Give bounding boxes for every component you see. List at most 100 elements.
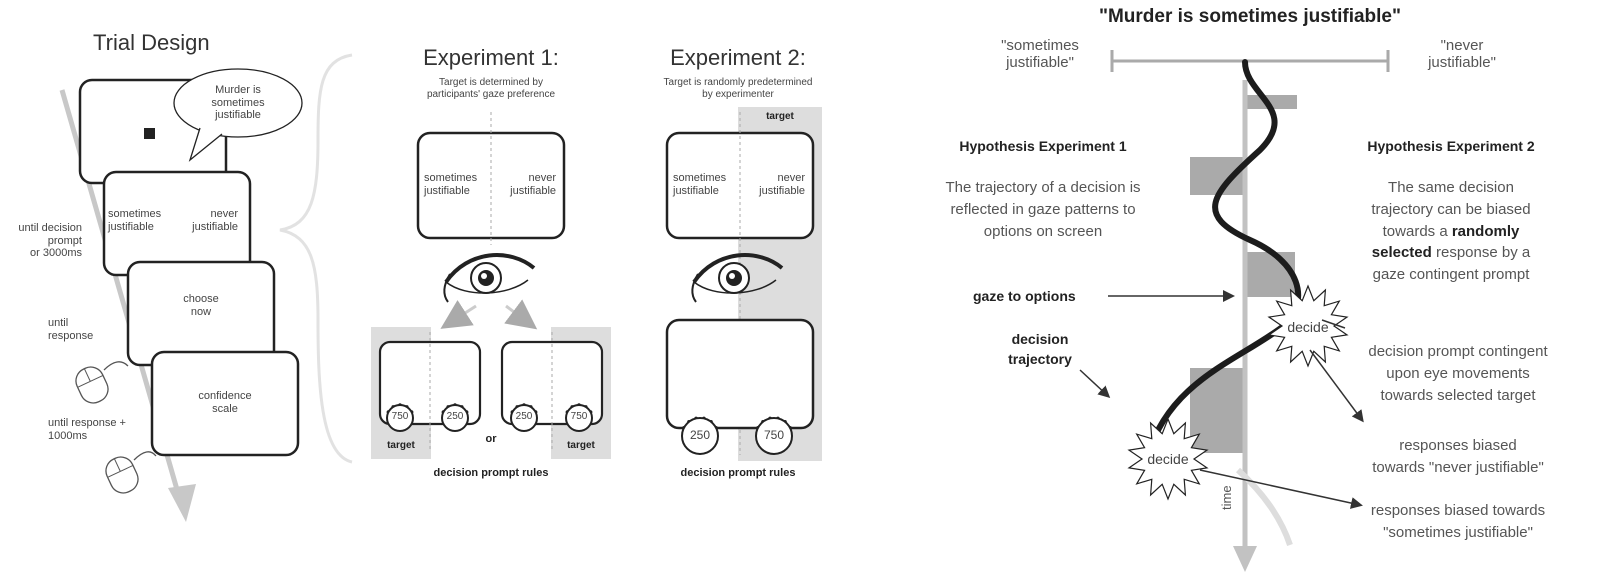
contingent-prompt-text: decision prompt contingent upon eye move…: [1348, 341, 1568, 406]
exp2-prompt-750: 750: [763, 428, 785, 442]
text-emphasis: randomly: [1451, 222, 1520, 240]
exp1-screen-right-label: never justifiable: [496, 172, 556, 197]
screen2-left-label: sometimes justifiable: [108, 208, 161, 233]
trial-design-graphics: [59, 68, 303, 522]
label-line: confidence: [198, 390, 252, 402]
timing-line: response: [48, 329, 94, 342]
label-line: now: [190, 305, 212, 318]
text-line: reflected in gaze patterns to: [950, 200, 1136, 218]
speech-bubble: [173, 68, 303, 138]
text-line: towards selected target: [1380, 386, 1536, 404]
text-line: trajectory can be biased: [1371, 200, 1531, 218]
label-line: sometimes: [108, 208, 162, 220]
text-line: decision prompt contingent: [1368, 343, 1548, 360]
exp2-target-label: target: [766, 111, 794, 122]
time-axis-label: time: [1219, 485, 1234, 510]
subtitle-line: by experimenter: [702, 88, 774, 100]
hypothesis-exp2-text: The same decision trajectory can be bias…: [1341, 177, 1561, 286]
exp1-title: Experiment 1:: [423, 45, 559, 70]
exp1-prompt-750-left: 750: [391, 411, 409, 422]
exp1-prompt-250-right: 250: [515, 411, 533, 422]
text-line: towards a randomly: [1341, 221, 1561, 243]
text-line: upon eye movements: [1386, 364, 1530, 382]
label-line: justifiable: [510, 184, 556, 197]
decision-prompt-circle: [441, 403, 469, 432]
timing-line: until response +: [48, 417, 126, 429]
decide-burst: [1127, 417, 1209, 501]
text-line: responses biased: [1399, 437, 1517, 454]
timing-line: 1000ms: [48, 429, 88, 442]
subtitle-line: Target is determined by: [439, 77, 543, 88]
hypothesis-exp1-title: Hypothesis Experiment 1: [959, 138, 1127, 154]
bias-sometimes-arrow: [1199, 469, 1363, 509]
subtitle-line: participants' gaze preference: [426, 88, 556, 100]
scale-line: "sometimes: [1001, 37, 1079, 54]
decision-trajectory-label: decision trajectory: [990, 330, 1090, 369]
decision-prompt-circle: [510, 403, 538, 432]
exp1-prompt-750-right: 750: [570, 411, 588, 422]
decide-burst: [1267, 284, 1349, 368]
decide-label-lower: decide: [1147, 451, 1189, 467]
mouse-icon: [105, 456, 139, 494]
hypothesis-exp1-text: The trajectory of a decision is reflecte…: [918, 177, 1168, 242]
subtitle-line: Target is randomly predetermined: [663, 77, 813, 88]
bias-never-arrow: [1309, 349, 1364, 423]
screen-confidence: [150, 350, 300, 457]
mouse-icon: [75, 366, 109, 404]
label-line: justifiable: [759, 184, 805, 197]
text-line: trajectory: [1008, 350, 1072, 367]
exp2-screen-left-label: sometimes justifiable: [673, 172, 726, 197]
trajectory-arrow: [1079, 369, 1111, 399]
speech-bubble-text: Murder is sometimes justifiable: [192, 84, 284, 122]
text-line: options on screen: [983, 222, 1103, 240]
label-line: never: [528, 172, 556, 184]
label-line: sometimes: [424, 172, 478, 184]
trial-design-title: Trial Design: [93, 30, 210, 55]
exp2-title: Experiment 2:: [670, 45, 806, 70]
timing-decision-prompt: until decision prompt or 3000ms: [4, 222, 82, 260]
decision-prompt-circle: [755, 416, 793, 455]
trial-time-arrowhead: [168, 484, 196, 522]
label-line: choose: [183, 293, 219, 305]
exp2-bottom-screen: [665, 318, 815, 430]
text-span: response by a: [1431, 244, 1531, 262]
decide-label-upper: decide: [1287, 319, 1329, 335]
text-line: The trajectory of a decision is: [945, 179, 1141, 196]
speech-bubble-tail: [188, 127, 223, 162]
text-line: towards "never justifiable": [1372, 458, 1544, 476]
gaze-bar: [1245, 252, 1295, 297]
exp2-footer: decision prompt rules: [680, 467, 796, 479]
label-line: justifiable: [673, 184, 719, 197]
decision-prompt-circle: [565, 403, 593, 432]
speech-line: Murder is: [215, 84, 261, 96]
time-axis-arrowhead: [1233, 546, 1257, 572]
text-line: "sometimes justifiable": [1383, 523, 1533, 541]
label-line: sometimes: [673, 172, 727, 184]
screen4-label: confidence scale: [186, 390, 264, 415]
label-line: never: [777, 172, 805, 184]
text-line: The same decision: [1388, 179, 1514, 196]
eye-icon: [691, 253, 784, 303]
fixation-square: [144, 128, 155, 139]
exp2-prompt-250: 250: [689, 428, 711, 442]
text-line: gaze contingent prompt: [1372, 266, 1530, 283]
speech-line: justifiable: [215, 109, 261, 122]
exp1-subtitle: Target is determined by participants' ga…: [391, 77, 591, 100]
scale-line: justifiable": [1428, 54, 1496, 72]
decision-prompt-circle: [386, 403, 414, 432]
exp1-prompt-250-left: 250: [446, 411, 464, 422]
exp1-left-target-label: target: [387, 440, 415, 451]
screen2-right-label: never justifiable: [180, 208, 238, 233]
hypothesis-title: "Murder is sometimes justifiable": [1098, 6, 1402, 27]
hypothesis-graphics: [1079, 50, 1390, 572]
label-line: scale: [212, 402, 238, 415]
timing-line: until decision: [18, 222, 82, 234]
gaze-to-options-label: gaze to options: [973, 288, 1076, 304]
biased-never-text: responses biased towards "never justifia…: [1348, 435, 1568, 479]
text-line: responses biased towards: [1370, 502, 1546, 519]
exp2-subtitle: Target is randomly predetermined by expe…: [628, 77, 848, 100]
text-line: selected response by a: [1341, 242, 1561, 264]
timing-line: prompt: [47, 234, 82, 247]
scale-line: justifiable": [1006, 54, 1074, 72]
decision-prompt-circle: [681, 416, 719, 455]
